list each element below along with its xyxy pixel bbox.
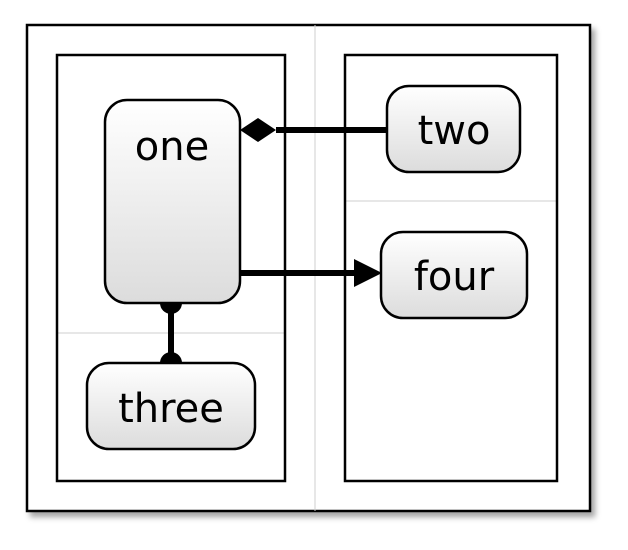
left-container <box>55 53 287 483</box>
right-container <box>343 53 559 483</box>
node-four-label: four <box>414 254 495 300</box>
node-one-label: one <box>135 124 209 170</box>
node-four[interactable]: four <box>379 230 529 320</box>
node-two-label: two <box>418 108 491 154</box>
arrow-head-icon <box>354 259 382 287</box>
node-one[interactable]: one <box>103 98 242 305</box>
node-three[interactable]: three <box>85 361 257 451</box>
node-two[interactable]: two <box>385 84 522 174</box>
diamond-marker-icon <box>240 118 276 142</box>
node-three-label: three <box>118 386 224 432</box>
